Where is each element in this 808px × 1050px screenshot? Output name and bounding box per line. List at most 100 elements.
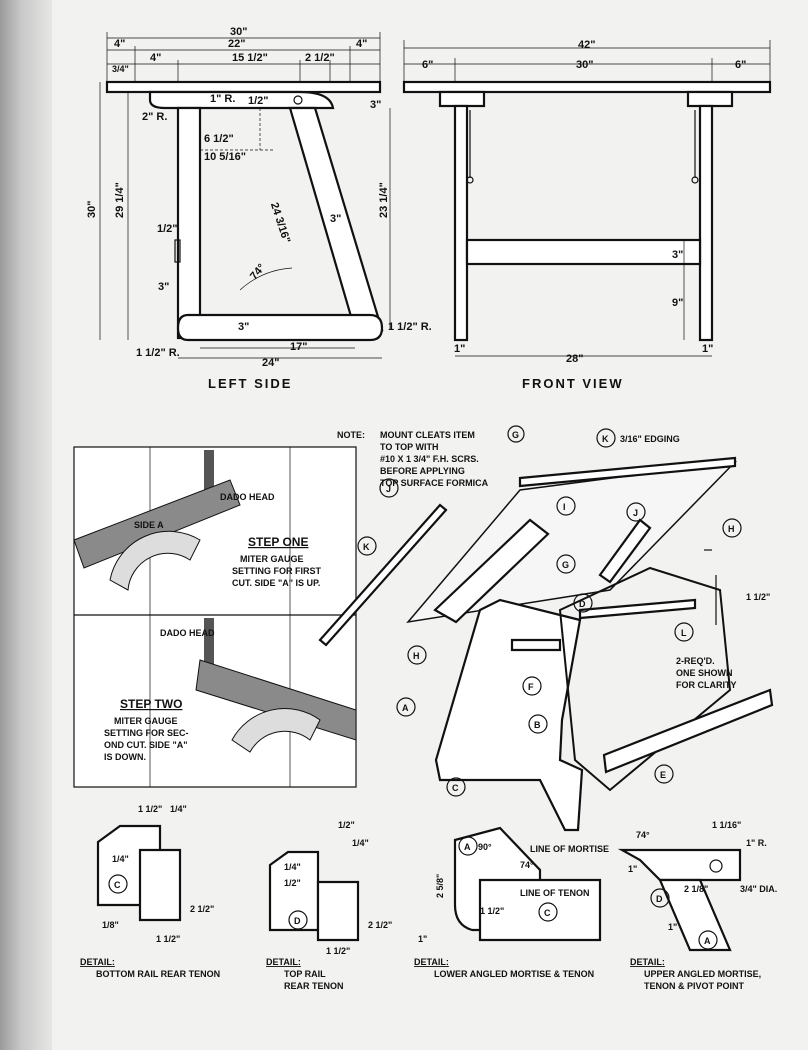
detail-4-dim-2-1-8: 2 1/8" xyxy=(684,884,708,894)
dim-23: 23 1/4" xyxy=(378,182,390,218)
step-two-line-4: IS DOWN. xyxy=(104,752,146,762)
part-f: F xyxy=(528,682,534,692)
dim-24-bottom: 24" xyxy=(262,357,279,369)
step-two-line-3: OND CUT. SIDE "A" xyxy=(104,740,188,750)
miter-gauge-2 xyxy=(231,708,321,753)
part-i: I xyxy=(563,502,566,512)
part-k-top: K xyxy=(602,434,609,444)
dim-9: 9" xyxy=(672,297,683,309)
dim-1-5r-left: 1 1/2" R. xyxy=(136,347,180,359)
detail-3-line-1: LOWER ANGLED MORTISE & TENON xyxy=(434,969,594,979)
step-two-line-2: SETTING FOR SEC- xyxy=(104,728,189,738)
detail-4: D A 74° 1 1/16" 1" R. 1" 2 1/8" 3/4" DIA… xyxy=(617,820,777,991)
detail-4-dim-1-b: 1" xyxy=(668,922,677,932)
detail-3-part-c: C xyxy=(544,908,551,918)
dim-3-leg: 3" xyxy=(330,213,341,225)
rail-f xyxy=(510,638,562,652)
dim-6-left: 6" xyxy=(422,59,433,71)
dim-4-inner: 4" xyxy=(150,52,161,64)
detail-3-tenon: LINE OF TENON xyxy=(520,888,590,898)
detail-2-dim-2: 1/4" xyxy=(352,838,369,848)
detail-3-dim-90: 90° xyxy=(478,842,492,852)
dado-head-1 xyxy=(204,450,214,510)
step-one-dado: DADO HEAD xyxy=(220,492,275,502)
dim-15-half: 15 1/2" xyxy=(232,52,268,64)
part-h-right: H xyxy=(728,524,735,534)
detail-2-dim-1: 1/2" xyxy=(338,820,355,830)
dim-3-bottom: 3" xyxy=(238,321,249,333)
front-leg-left xyxy=(453,104,469,342)
dim-3-upper: 3" xyxy=(370,99,381,111)
part-b: B xyxy=(534,720,541,730)
note-line-1: MOUNT CLEATS ITEM xyxy=(380,430,475,440)
detail-4-part-d: D xyxy=(656,894,663,904)
detail-3-mortise: LINE OF MORTISE xyxy=(530,844,609,854)
detail-2-dim-3: 1/4" xyxy=(284,862,301,872)
edging-k-top xyxy=(518,456,737,488)
dim-22: 22" xyxy=(228,38,245,50)
part-l: L xyxy=(681,628,687,638)
detail-1-title: DETAIL: xyxy=(80,957,115,967)
step-one-line-2: SETTING FOR FIRST xyxy=(232,566,322,576)
detail-4-title: DETAIL: xyxy=(630,957,665,967)
detail-1-dim-5: 1/8" xyxy=(102,920,119,930)
edging-k-left xyxy=(318,503,448,647)
note-line-4: BEFORE APPLYING xyxy=(380,466,465,476)
bottom-rail-e xyxy=(602,688,774,774)
detail-2: D 1/2" 1/4" 1/4" 1/2" 2 1/2" 1 1/2" DETA… xyxy=(266,820,392,991)
detail-4-dim-74: 74° xyxy=(636,830,650,840)
detail-2-line-2: REAR TENON xyxy=(284,981,344,991)
detail-2-part: D xyxy=(294,916,301,926)
pivot-hole xyxy=(293,95,303,105)
miter-gauge-1 xyxy=(109,530,201,591)
step-panels: SIDE A DADO HEAD STEP ONE MITER GAUGE SE… xyxy=(73,446,357,788)
detail-3-dim-1: 1" xyxy=(418,934,427,944)
edging-label: 3/16" EDGING xyxy=(620,434,680,444)
note-line-5: TOP SURFACE FORMICA xyxy=(380,478,489,488)
part-h-left: H xyxy=(413,651,420,661)
detail-3: A C 90° 74° 2 5/8" 1 1/2" 1" LINE OF MOR… xyxy=(414,826,609,979)
req-line-2: ONE SHOWN xyxy=(676,668,733,678)
step-one-title: STEP ONE xyxy=(248,535,308,549)
note-line-2: TO TOP WITH xyxy=(380,442,439,452)
detail-1-dim-4: 2 1/2" xyxy=(190,904,214,914)
cleat-i xyxy=(433,518,550,624)
table-top-side xyxy=(105,80,382,94)
dim-4-left: 4" xyxy=(114,38,125,50)
detail-3-title: DETAIL: xyxy=(414,957,449,967)
dim-1-5r-right: 1 1/2" R. xyxy=(388,321,432,333)
dim-28: 28" xyxy=(566,353,583,365)
dim-17: 17" xyxy=(290,341,307,353)
dim-6-half: 6 1/2" xyxy=(204,133,234,145)
dim-half: 1/2" xyxy=(248,95,269,107)
table-top-front xyxy=(402,80,772,94)
note-prefix: NOTE: xyxy=(337,430,365,440)
dim-1r: 1" R. xyxy=(210,93,235,105)
dim-74-angle: 74° xyxy=(248,262,268,282)
dim-30-front: 30" xyxy=(576,59,593,71)
side-a-board xyxy=(73,479,241,569)
detail-4-dim-1r: 1" R. xyxy=(746,838,767,848)
dim-42: 42" xyxy=(578,39,595,51)
dim-2r: 2" R. xyxy=(142,111,167,123)
dim-half-mortise: 1/2" xyxy=(157,223,178,235)
dim-1-left: 1" xyxy=(454,343,465,355)
req-line-1: 2-REQ'D. xyxy=(676,656,715,666)
dim-30-top: 30" xyxy=(230,26,247,38)
part-a: A xyxy=(402,703,409,713)
detail-1-dim-6: 1 1/2" xyxy=(156,934,180,944)
dim-10: 10 5/16" xyxy=(204,151,246,163)
dim-6-right: 6" xyxy=(735,59,746,71)
left-side-view: 30" 4" 22" 4" 3/4" 4" 15 1/2" 2 1/2" 1" … xyxy=(86,26,432,391)
detail-3-dim-2-5-8: 2 5/8" xyxy=(435,874,445,898)
dim-1-right: 1" xyxy=(702,343,713,355)
note-ref-g: G xyxy=(512,430,519,440)
part-j-right: J xyxy=(633,508,638,518)
cleat-j xyxy=(598,518,652,584)
detail-2-dim-4: 1/2" xyxy=(284,878,301,888)
book-spine-shadow xyxy=(0,0,52,1050)
detail-1-dim-1: 1 1/2" xyxy=(138,804,162,814)
top-rail-side xyxy=(148,90,335,110)
detail-1: C 1 1/2" 1/4" 1/4" 2 1/2" 1/8" 1 1/2" DE… xyxy=(80,804,220,979)
dim-24: 24 3/16" xyxy=(268,201,292,245)
